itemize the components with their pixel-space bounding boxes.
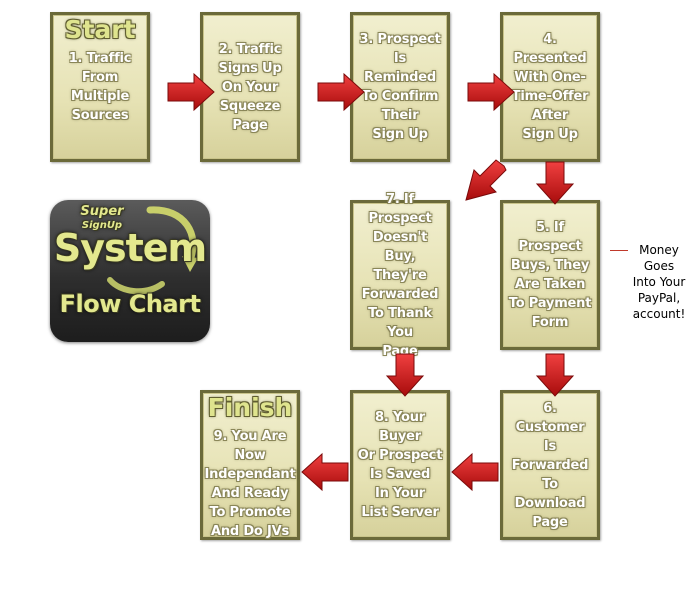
arrow-left-icon — [451, 452, 499, 492]
finish-heading: Finish — [207, 393, 293, 422]
step-8-text: 8. Your Buyer Or Prospect Is Saved In Yo… — [357, 410, 443, 520]
arrow-down-icon — [535, 161, 575, 205]
step-4-text: 4. Presented With One- Time-Offer After … — [511, 32, 589, 142]
step-2-text: 2. Traffic Signs Up On Your Squeeze Page — [218, 41, 282, 133]
logo-signup: SignUp — [81, 220, 123, 231]
step-7-box: 7. If Prospect Doesn't Buy, They're Forw… — [350, 192, 450, 359]
arrow-left-icon — [301, 452, 349, 492]
arrow-right-icon — [167, 72, 215, 112]
swirl-arrows-icon — [107, 206, 198, 295]
logo-super: Super — [80, 204, 124, 219]
step-9-box: Finish 9. You Are Now Independant And Re… — [200, 390, 300, 540]
arrow-down-icon — [535, 353, 575, 397]
step-1-box: Start 1. Traffic From Multiple Sources — [50, 12, 150, 162]
step-9-text: 9. You Are Now Independant And Ready To … — [204, 429, 296, 539]
step-2-box: 2. Traffic Signs Up On Your Squeeze Page — [200, 12, 300, 162]
logo-system: System — [53, 226, 207, 270]
flow-chart-logo: Super SignUp System Flow Chart — [50, 200, 210, 342]
paypal-note: Money Goes Into Your PayPal, account! — [632, 243, 686, 321]
step-4-box: 4. Presented With One- Time-Offer After … — [500, 12, 600, 162]
step-1-text: 1. Traffic From Multiple Sources — [68, 51, 132, 123]
logo-flow-chart: Flow Chart — [59, 290, 201, 318]
step-6-box: 6. Customer Is Forwarded To Download Pag… — [500, 390, 600, 540]
arrow-right-icon — [317, 72, 365, 112]
step-3-text: 3. Prospect Is Reminded To Confirm Their… — [359, 32, 441, 142]
arrow-diagonal-icon — [465, 159, 507, 201]
step-5-box: 5. If Prospect Buys, They Are Taken To P… — [500, 200, 600, 350]
step-5-text: 5. If Prospect Buys, They Are Taken To P… — [508, 220, 592, 330]
start-heading: Start — [64, 15, 136, 44]
step-8-box: 8. Your Buyer Or Prospect Is Saved In Yo… — [350, 390, 450, 540]
step-7-text: 7. If Prospect Doesn't Buy, They're Forw… — [361, 191, 439, 359]
arrow-down-icon — [385, 353, 425, 397]
note-connector-line — [610, 250, 628, 251]
arrow-right-icon — [467, 72, 515, 112]
step-6-text: 6. Customer Is Forwarded To Download Pag… — [511, 400, 589, 530]
